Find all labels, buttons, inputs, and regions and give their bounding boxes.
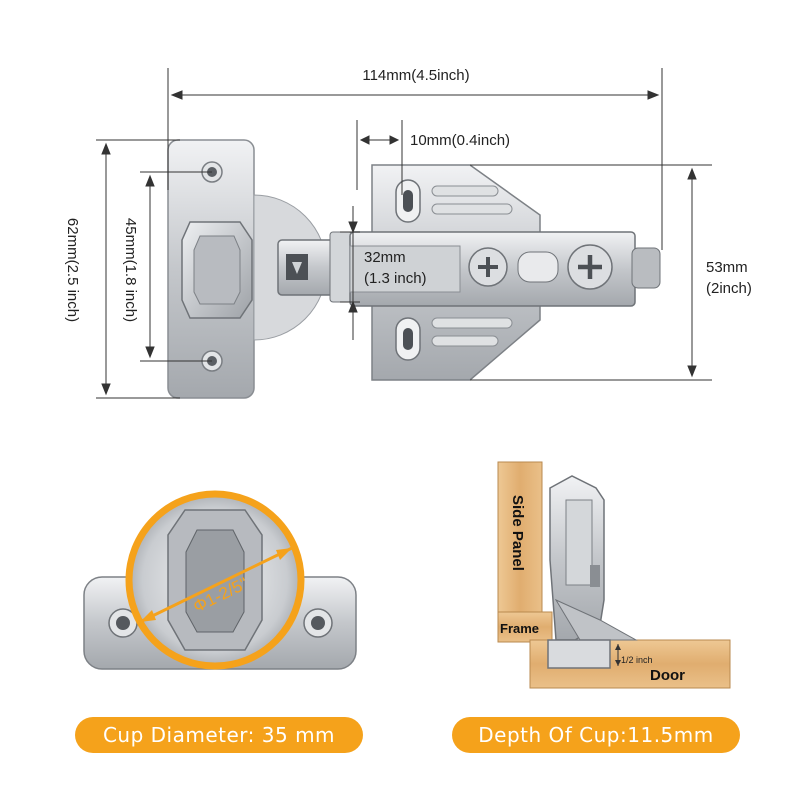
door-label: Door [650,667,685,684]
arm-width-inch-label: (1.3 inch) [364,270,427,287]
adjustment-screw-icon [567,244,613,290]
cup-detail: Φ1-2/5" [83,490,357,670]
cup-diameter-caption: Cup Diameter: 35 mm [75,717,363,753]
frame-label: Frame [500,621,539,636]
dimension-lines [96,68,712,399]
install-diagram: Side Panel Frame Door 1/2 inch [497,461,731,689]
arm-width-label: 32mm [364,249,406,266]
overlay-label: 1/2 inch [621,655,653,665]
diameter-arrow [139,546,293,624]
frame-block [497,611,553,643]
arm-end-cap [631,247,661,289]
cup-depth-caption: Depth Of Cup:11.5mm [452,717,740,753]
hinge-top-view [167,139,661,399]
cup-inset [547,639,611,669]
overall-length-label: 114mm(4.5inch) [362,67,469,84]
side-panel-label: Side Panel [509,495,526,571]
arm-offset-label: 10mm(0.4inch) [410,132,510,149]
screw-hole-icon [108,608,138,638]
plate-height-label: 62mm(2.5 inch) [64,218,81,322]
hole-spacing-label: 45mm(1.8 inch) [122,218,139,322]
mount-height-inch-label: (2inch) [706,280,752,297]
cam-slot [517,251,559,283]
screw-hole-icon [303,608,333,638]
adjustment-screw-icon [468,247,508,287]
mount-height-label: 53mm [706,259,748,276]
